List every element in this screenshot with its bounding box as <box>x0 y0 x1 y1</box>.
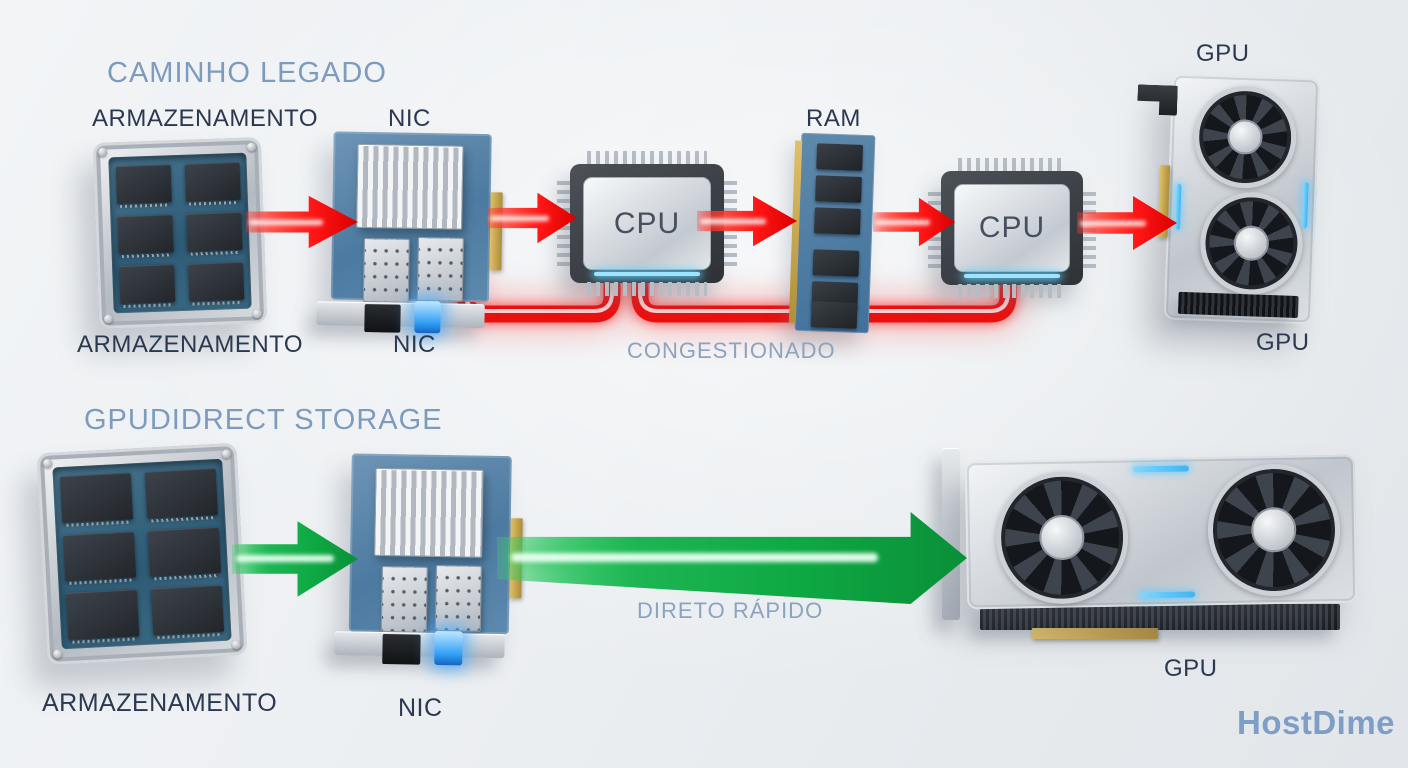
sfp-cage <box>416 236 464 302</box>
screw <box>252 309 263 319</box>
legacy-storage-label-bottom: ARMAZENAMENTO <box>77 331 304 358</box>
gpu-fan <box>1198 190 1305 297</box>
gpu-led-accent <box>1132 465 1189 473</box>
legacy-title: CAMINHO LEGADO <box>107 57 387 89</box>
nic-led-port <box>434 630 463 666</box>
ram-chip <box>815 175 862 203</box>
cpu-lid: CPU <box>954 184 1070 278</box>
gpu-bracket <box>942 448 960 620</box>
cpu-text: CPU <box>613 206 681 240</box>
ram-chip <box>813 207 861 235</box>
ram-chip <box>816 143 864 171</box>
legacy-storage-drive <box>92 137 268 329</box>
gpu-heatsink <box>1177 291 1299 319</box>
memory-chip <box>119 264 176 305</box>
gpu-shroud <box>964 454 1358 610</box>
gpu-fan <box>1192 84 1298 190</box>
hostdime-logo: HostDime <box>1237 704 1396 741</box>
gpu-led-accent <box>1302 182 1309 229</box>
memory-chip <box>117 214 174 255</box>
gds-title: GPUDIDRECT STORAGE <box>84 404 443 436</box>
gpu-pcie-connector <box>1032 628 1158 639</box>
memory-chip <box>186 211 243 252</box>
ssd-memory-chips <box>115 161 245 305</box>
gds-gpu-label: GPU <box>1164 655 1218 682</box>
direct-fast-label: DIRETO RÁPIDO <box>637 598 824 623</box>
nic-led-port <box>414 300 441 334</box>
ram-chip <box>812 249 860 277</box>
memory-chip <box>62 531 137 582</box>
screw <box>52 649 63 659</box>
memory-chip <box>115 164 172 205</box>
legacy-cpu-2: CPU <box>928 158 1096 298</box>
cpu-text: CPU <box>978 211 1046 244</box>
screw <box>42 458 53 469</box>
gpu-led-accent <box>1139 591 1196 599</box>
cpu-lid: CPU <box>583 177 711 276</box>
legacy-nic-card <box>316 131 511 334</box>
ram-chip <box>810 301 858 329</box>
screw <box>221 449 232 459</box>
memory-chip <box>144 468 219 519</box>
congestion-label: CONGESTIONADO <box>627 338 836 363</box>
memory-chip <box>188 261 245 302</box>
legacy-storage-label-top: ARMAZENAMENTO <box>92 105 319 132</box>
pcie-connector <box>489 192 503 271</box>
legacy-gpu-card <box>1164 73 1321 325</box>
gds-storage-drive <box>36 442 248 666</box>
screw <box>103 314 114 324</box>
gpu-heatsink <box>980 604 1340 630</box>
memory-chip <box>184 161 241 202</box>
nic-port <box>382 634 421 665</box>
memory-chip <box>65 589 140 640</box>
gds-nic-label: NIC <box>398 694 443 722</box>
memory-chip <box>59 472 134 523</box>
nic-heatsink <box>356 143 464 230</box>
ssd-memory-chips <box>59 468 225 640</box>
legacy-gpu-label-bottom: GPU <box>1256 329 1310 356</box>
sfp-cage <box>434 564 482 632</box>
gds-storage-label: ARMAZENAMENTO <box>42 689 278 717</box>
gpu-fan <box>994 470 1130 605</box>
screw <box>246 142 257 152</box>
legacy-ram-label: RAM <box>806 105 861 132</box>
legacy-nic-label-top: NIC <box>388 105 431 132</box>
sfp-cage <box>380 565 428 633</box>
legacy-cpu-1: CPU <box>557 151 737 296</box>
screw <box>231 639 242 650</box>
nic-heatsink <box>374 467 484 558</box>
gds-gpu-card <box>940 440 1370 645</box>
legacy-gpu-label-top: GPU <box>1196 40 1250 67</box>
screw <box>97 147 108 157</box>
nic-port <box>364 304 401 333</box>
sfp-cage <box>362 238 410 303</box>
legacy-nic-label-bottom: NIC <box>393 331 436 358</box>
memory-chip <box>147 526 222 577</box>
legacy-ram-stick <box>788 132 876 334</box>
gpu-fan <box>1206 462 1342 598</box>
memory-chip <box>150 585 225 636</box>
